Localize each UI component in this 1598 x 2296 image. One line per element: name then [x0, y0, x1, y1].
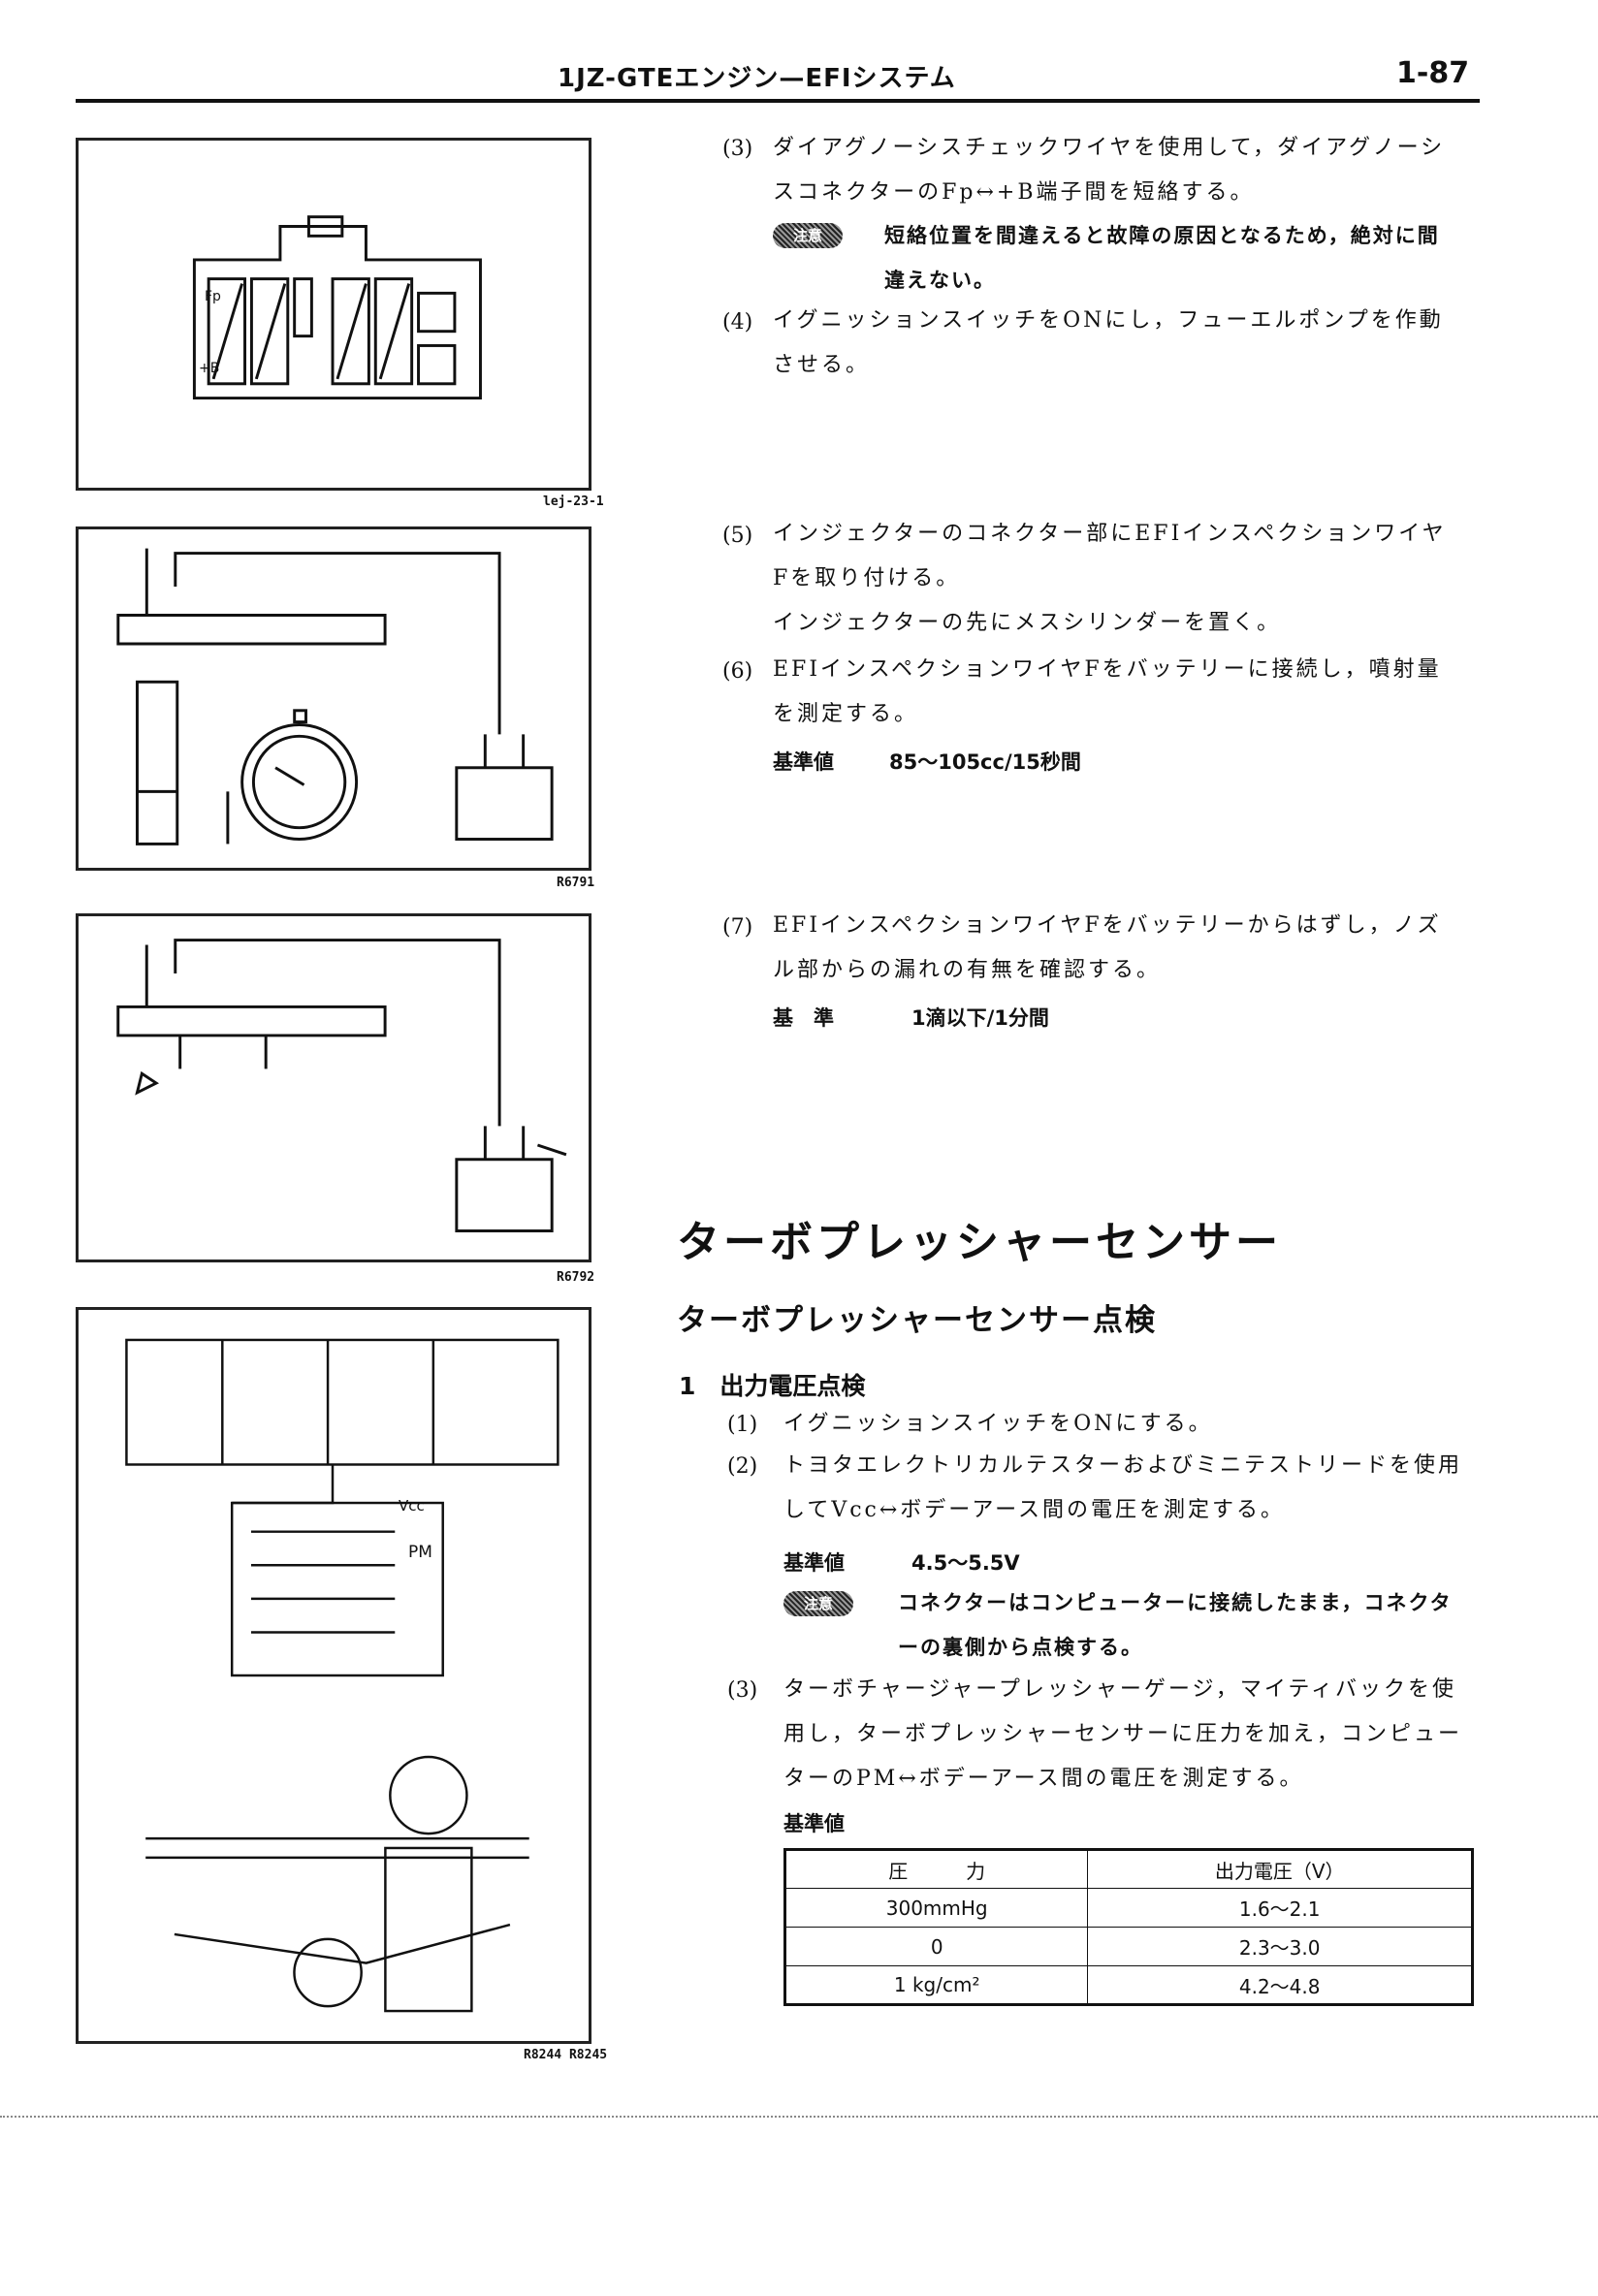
- standard-label: 基準値: [783, 1812, 845, 1835]
- caution-badge: 注意: [773, 223, 843, 248]
- item-title: 1 出力電圧点検: [679, 1372, 866, 1400]
- step-5-text: インジェクターのコネクター部にEFIインスペクションワイヤ Fを取り付ける。 イ…: [773, 522, 1447, 635]
- figure-turbo-pressure: Vcc PM: [76, 1307, 591, 2044]
- step-3b-number: (3): [727, 1678, 758, 1703]
- step-2-number: (2): [727, 1454, 758, 1479]
- step-7-text: EFIインスペクションワイヤFをバッテリーからはずし，ノズ ル部からの漏れの有無…: [773, 913, 1442, 982]
- step-3b-text: ターボチャージャープレッシャーゲージ，マイティバックを使 用し，ターボプレッシャ…: [783, 1677, 1463, 1791]
- label-fp: Fp: [205, 289, 221, 304]
- standard-value: 4.5〜5.5V: [911, 1551, 1020, 1575]
- standard-value: 1滴以下/1分間: [911, 1006, 1049, 1030]
- table-cell: 1 kg/cm²: [783, 1965, 1089, 2005]
- table-cell: 0: [783, 1927, 1089, 1966]
- standard-label: 基準値: [773, 750, 834, 774]
- section-title: ターボプレッシャーセンサー: [677, 1218, 1282, 1267]
- caution-text: 短絡位置を間違えると故障の原因となるため，絶対に間 違えない。: [884, 224, 1440, 292]
- header-rule: [76, 99, 1480, 103]
- label-plus-b: +B: [199, 361, 220, 376]
- figure-code: R6791: [557, 876, 595, 890]
- table-header: 出力電圧（V）: [1087, 1849, 1473, 1889]
- table-header: 圧 力: [783, 1849, 1089, 1889]
- step-7-number: (7): [722, 915, 753, 940]
- page-header-title: 1JZ-GTEエンジン—EFIシステム: [558, 64, 956, 93]
- figure-diagnosis-connector: Fp +B: [76, 138, 591, 491]
- step-4-number: (4): [722, 310, 753, 335]
- step-3-number: (3): [722, 137, 753, 161]
- table-row: 300mmHg 1.6〜2.1: [783, 1888, 1473, 1928]
- figure-code: lej-23-1: [543, 494, 604, 509]
- label-vcc: Vcc: [399, 1497, 425, 1515]
- figure-code: R6792: [557, 1270, 595, 1285]
- table-row: 1 kg/cm² 4.2〜4.8: [783, 1965, 1473, 2005]
- standard-label: 基準値: [783, 1551, 845, 1575]
- figure-injection-volume: [76, 526, 591, 871]
- section-subtitle: ターボプレッシャーセンサー点検: [677, 1303, 1157, 1338]
- table-cell: 1.6〜2.1: [1087, 1888, 1473, 1928]
- table-header-row: 圧 力 出力電圧（V）: [783, 1849, 1473, 1889]
- step-6-number: (6): [722, 659, 753, 684]
- step-6-text: EFIインスペクションワイヤFをバッテリーに接続し，噴射量 を測定する。: [773, 657, 1442, 726]
- table-cell: 4.2〜4.8: [1087, 1965, 1473, 2005]
- turbo-drawing: [125, 1338, 559, 2013]
- voltage-table: 圧 力 出力電圧（V） 300mmHg 1.6〜2.1 0 2.3〜3.0 1 …: [783, 1848, 1474, 2006]
- table-cell: 300mmHg: [783, 1888, 1089, 1928]
- step-2-text: トヨタエレクトリカルテスターおよびミニテストリードを使用 してVcc↔ボデーアー…: [783, 1453, 1463, 1522]
- step-3-text: ダイアグノーシスチェックワイヤを使用して，ダイアグノーシ スコネクターのFp↔+…: [773, 136, 1446, 205]
- table-row: 0 2.3〜3.0: [783, 1927, 1473, 1966]
- page-number: 1-87: [1396, 56, 1470, 90]
- injection-drawing: [116, 548, 554, 845]
- figure-code: R8244 R8245: [524, 2048, 608, 2062]
- leak-drawing: [116, 939, 567, 1232]
- step-1-number: (1): [727, 1413, 758, 1437]
- bottom-dotted-rule: [0, 2116, 1598, 2118]
- figure-leak-check: [76, 913, 591, 1262]
- table-cell: 2.3〜3.0: [1087, 1927, 1473, 1966]
- connector-drawing: [192, 215, 482, 400]
- caution-text: コネクターはコンピューターに接続したまま，コネクタ ーの裏側から点検する。: [898, 1591, 1453, 1659]
- caution-badge: 注意: [783, 1591, 853, 1616]
- standard-value: 85〜105cc/15秒間: [889, 750, 1081, 774]
- step-1-text: イグニッションスイッチをONにする。: [783, 1412, 1213, 1436]
- standard-label: 基 準: [773, 1006, 834, 1030]
- label-pm: PM: [408, 1543, 432, 1562]
- step-4-text: イグニッションスイッチをONにし，フューエルポンプを作動 させる。: [773, 308, 1444, 377]
- step-5-number: (5): [722, 524, 753, 548]
